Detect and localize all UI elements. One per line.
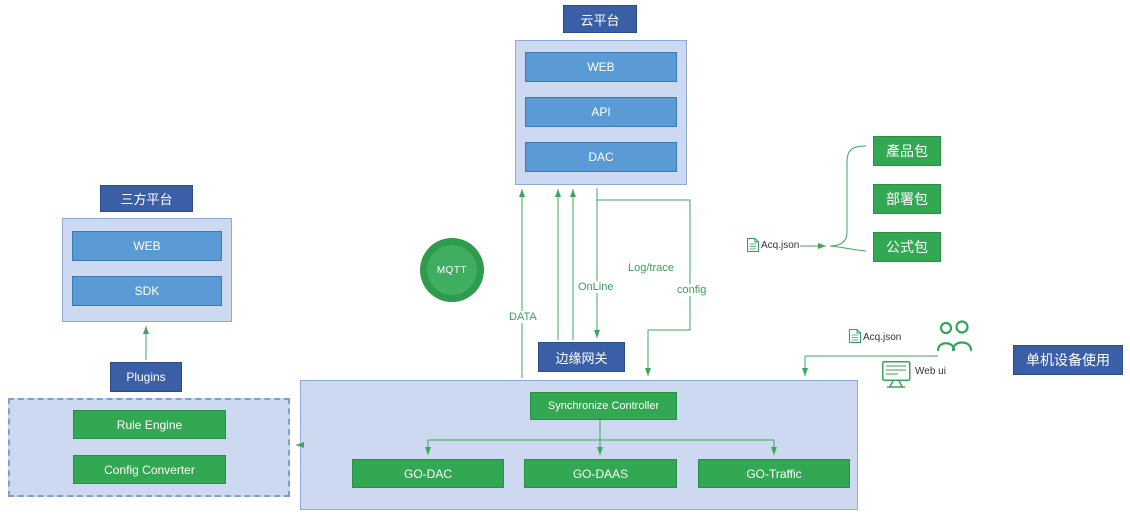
users-icon xyxy=(936,320,973,352)
formula-package-box: 公式包 xyxy=(873,232,941,262)
third-party-title: 三方平台 xyxy=(100,185,193,212)
go-traffic-box: GO-Traffic xyxy=(698,459,850,488)
config-converter-box: Config Converter xyxy=(73,455,226,484)
synchronize-controller-box: Synchronize Controller xyxy=(530,392,677,420)
mqtt-node: MQTT xyxy=(420,238,484,302)
cloud-web-box: WEB xyxy=(525,52,677,82)
rule-engine-box: Rule Engine xyxy=(73,410,226,439)
go-dac-box: GO-DAC xyxy=(352,459,504,488)
edge-gateway-title: 边缘网关 xyxy=(538,342,625,372)
acqjson-file-label: Acq.json xyxy=(863,332,902,343)
plugins-title: Plugins xyxy=(110,362,182,392)
flow-label-config: config xyxy=(676,284,708,296)
file-icon xyxy=(747,238,759,252)
go-daas-box: GO-DAAS xyxy=(524,459,677,488)
flow-label-online: OnLine xyxy=(577,281,615,293)
flow-label-data: DATA xyxy=(508,311,538,323)
product-package-box: 產品包 xyxy=(873,136,941,166)
mqtt-label: MQTT xyxy=(427,245,477,295)
file-icon xyxy=(849,329,861,343)
flow-label-log-trace: Log/trace xyxy=(627,262,675,274)
monitor-icon xyxy=(882,361,911,388)
cloud-dac-box: DAC xyxy=(525,142,677,172)
cloud-platform-title: 云平台 xyxy=(563,5,637,33)
web-ui-label: Web ui xyxy=(915,366,946,377)
cloud-api-box: API xyxy=(525,97,677,127)
brace-upper xyxy=(829,145,867,247)
standalone-device-box: 单机设备使用 xyxy=(1013,345,1123,375)
third-party-web-box: WEB xyxy=(72,231,222,261)
deploy-package-box: 部署包 xyxy=(873,184,941,214)
third-party-sdk-box: SDK xyxy=(72,276,222,306)
brace-lower xyxy=(829,245,867,252)
acqjson-file-label: Acq.json xyxy=(761,240,800,251)
